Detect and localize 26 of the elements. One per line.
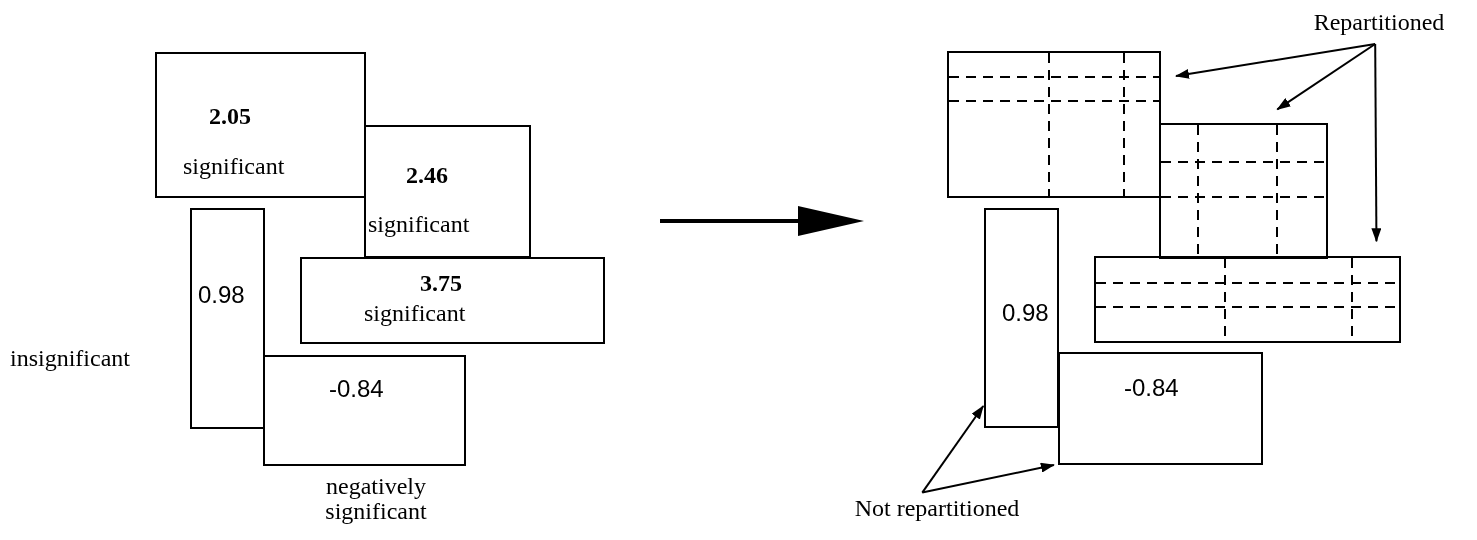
caption-text: insignificant [10,346,131,372]
arrow [1175,43,1377,79]
annotation-text: Not repartitioned [814,496,1060,522]
significance-label: significant [183,154,285,178]
arrow [921,462,1055,494]
value-label: 0.98 [198,283,245,307]
significance-label: significant [364,301,466,325]
arrow [1276,43,1377,111]
arrow [1371,43,1382,243]
significance-label: significant [368,212,470,236]
value-label: 0.98 [1002,301,1049,325]
value-label: 2.05 [209,104,251,128]
partition-box [984,208,1059,428]
value-label: 2.46 [406,163,448,187]
annotation-text: Repartitioned [1284,10,1474,36]
arrow [921,405,985,494]
partition-box [155,52,366,198]
value-label: -0.84 [329,377,384,401]
value-label: 3.75 [420,271,462,295]
partition-box [364,125,531,258]
caption-text: negatively significant [324,474,428,525]
partition-box [263,355,466,466]
partition-box [300,257,605,344]
partition-box [1058,352,1263,465]
partition-box [190,208,265,429]
value-label: -0.84 [1124,376,1179,400]
